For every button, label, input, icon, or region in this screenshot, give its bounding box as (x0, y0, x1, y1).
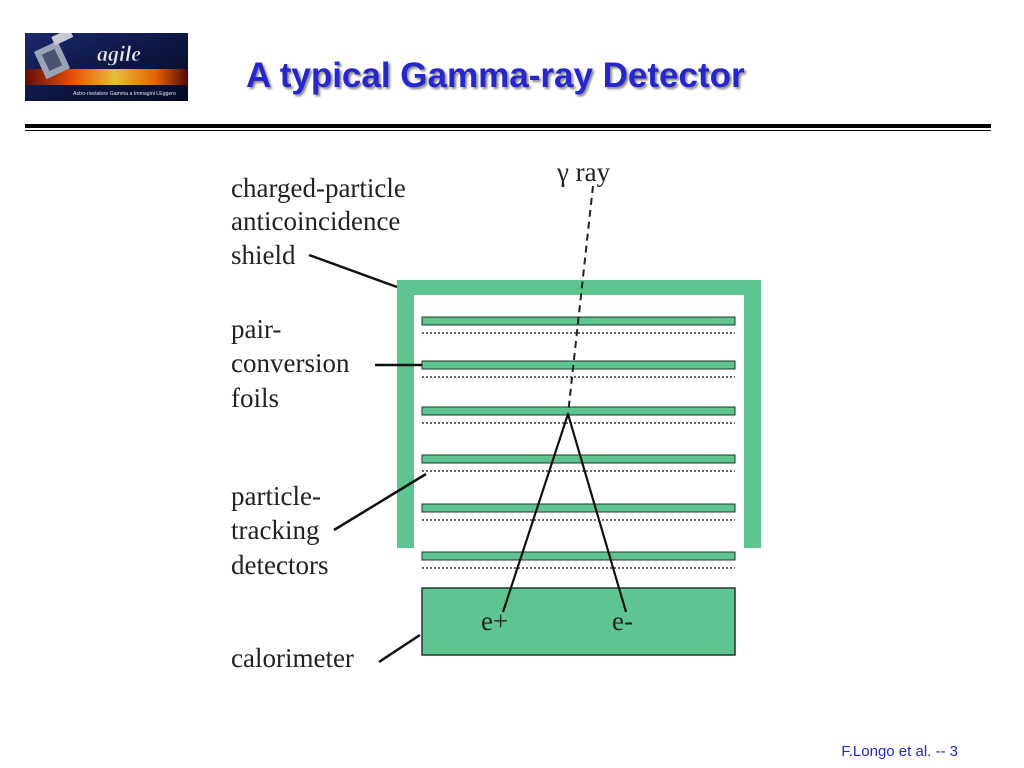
satellite-icon (33, 33, 74, 80)
gamma-ray-label: γ ray (556, 157, 611, 187)
header-rule (25, 124, 991, 128)
agile-logo: agile Astro-rivelatore Gamma a Immagini … (25, 33, 188, 101)
foil-layer (421, 551, 736, 569)
calorimeter-leader (378, 633, 421, 664)
foils-label-line-1: pair- (231, 314, 281, 344)
trackers-leader (333, 472, 427, 532)
shield-label-line-1: charged-particle (231, 173, 406, 203)
foil-layer (421, 454, 736, 472)
gamma-ray-path (567, 185, 594, 415)
shield-label-line-3: shield (231, 240, 296, 270)
header-rule-thin (25, 130, 991, 131)
electron-label: e- (612, 606, 633, 636)
electron-track (566, 413, 628, 613)
anticoincidence-shield (397, 280, 761, 548)
foil-layer (421, 360, 736, 378)
positron-label: e+ (481, 606, 508, 636)
trackers-label-line-3: detectors (231, 550, 328, 580)
slide-footer: F.Longo et al. -- 3 (841, 743, 958, 760)
calorimeter-block (421, 587, 736, 656)
shield-leader (308, 253, 398, 289)
logo-wordmark: agile (97, 41, 141, 66)
trackers-label-line-2: tracking (231, 515, 319, 545)
foil-stack (421, 316, 736, 569)
foil-layer (421, 503, 736, 521)
logo-tagline: Astro-rivelatore Gamma a Immagini LEgger… (73, 91, 176, 97)
shield-label-line-2: anticoincidence (231, 206, 400, 236)
foils-label-line-2: conversion (231, 348, 350, 378)
foils-label-line-3: foils (231, 383, 279, 413)
trackers-label-line-1: particle- (231, 481, 321, 511)
slide-title: A typical Gamma-ray Detector (246, 56, 745, 95)
calorimeter-label: calorimeter (231, 643, 354, 673)
positron-track (501, 413, 570, 613)
foil-layer (421, 406, 736, 424)
